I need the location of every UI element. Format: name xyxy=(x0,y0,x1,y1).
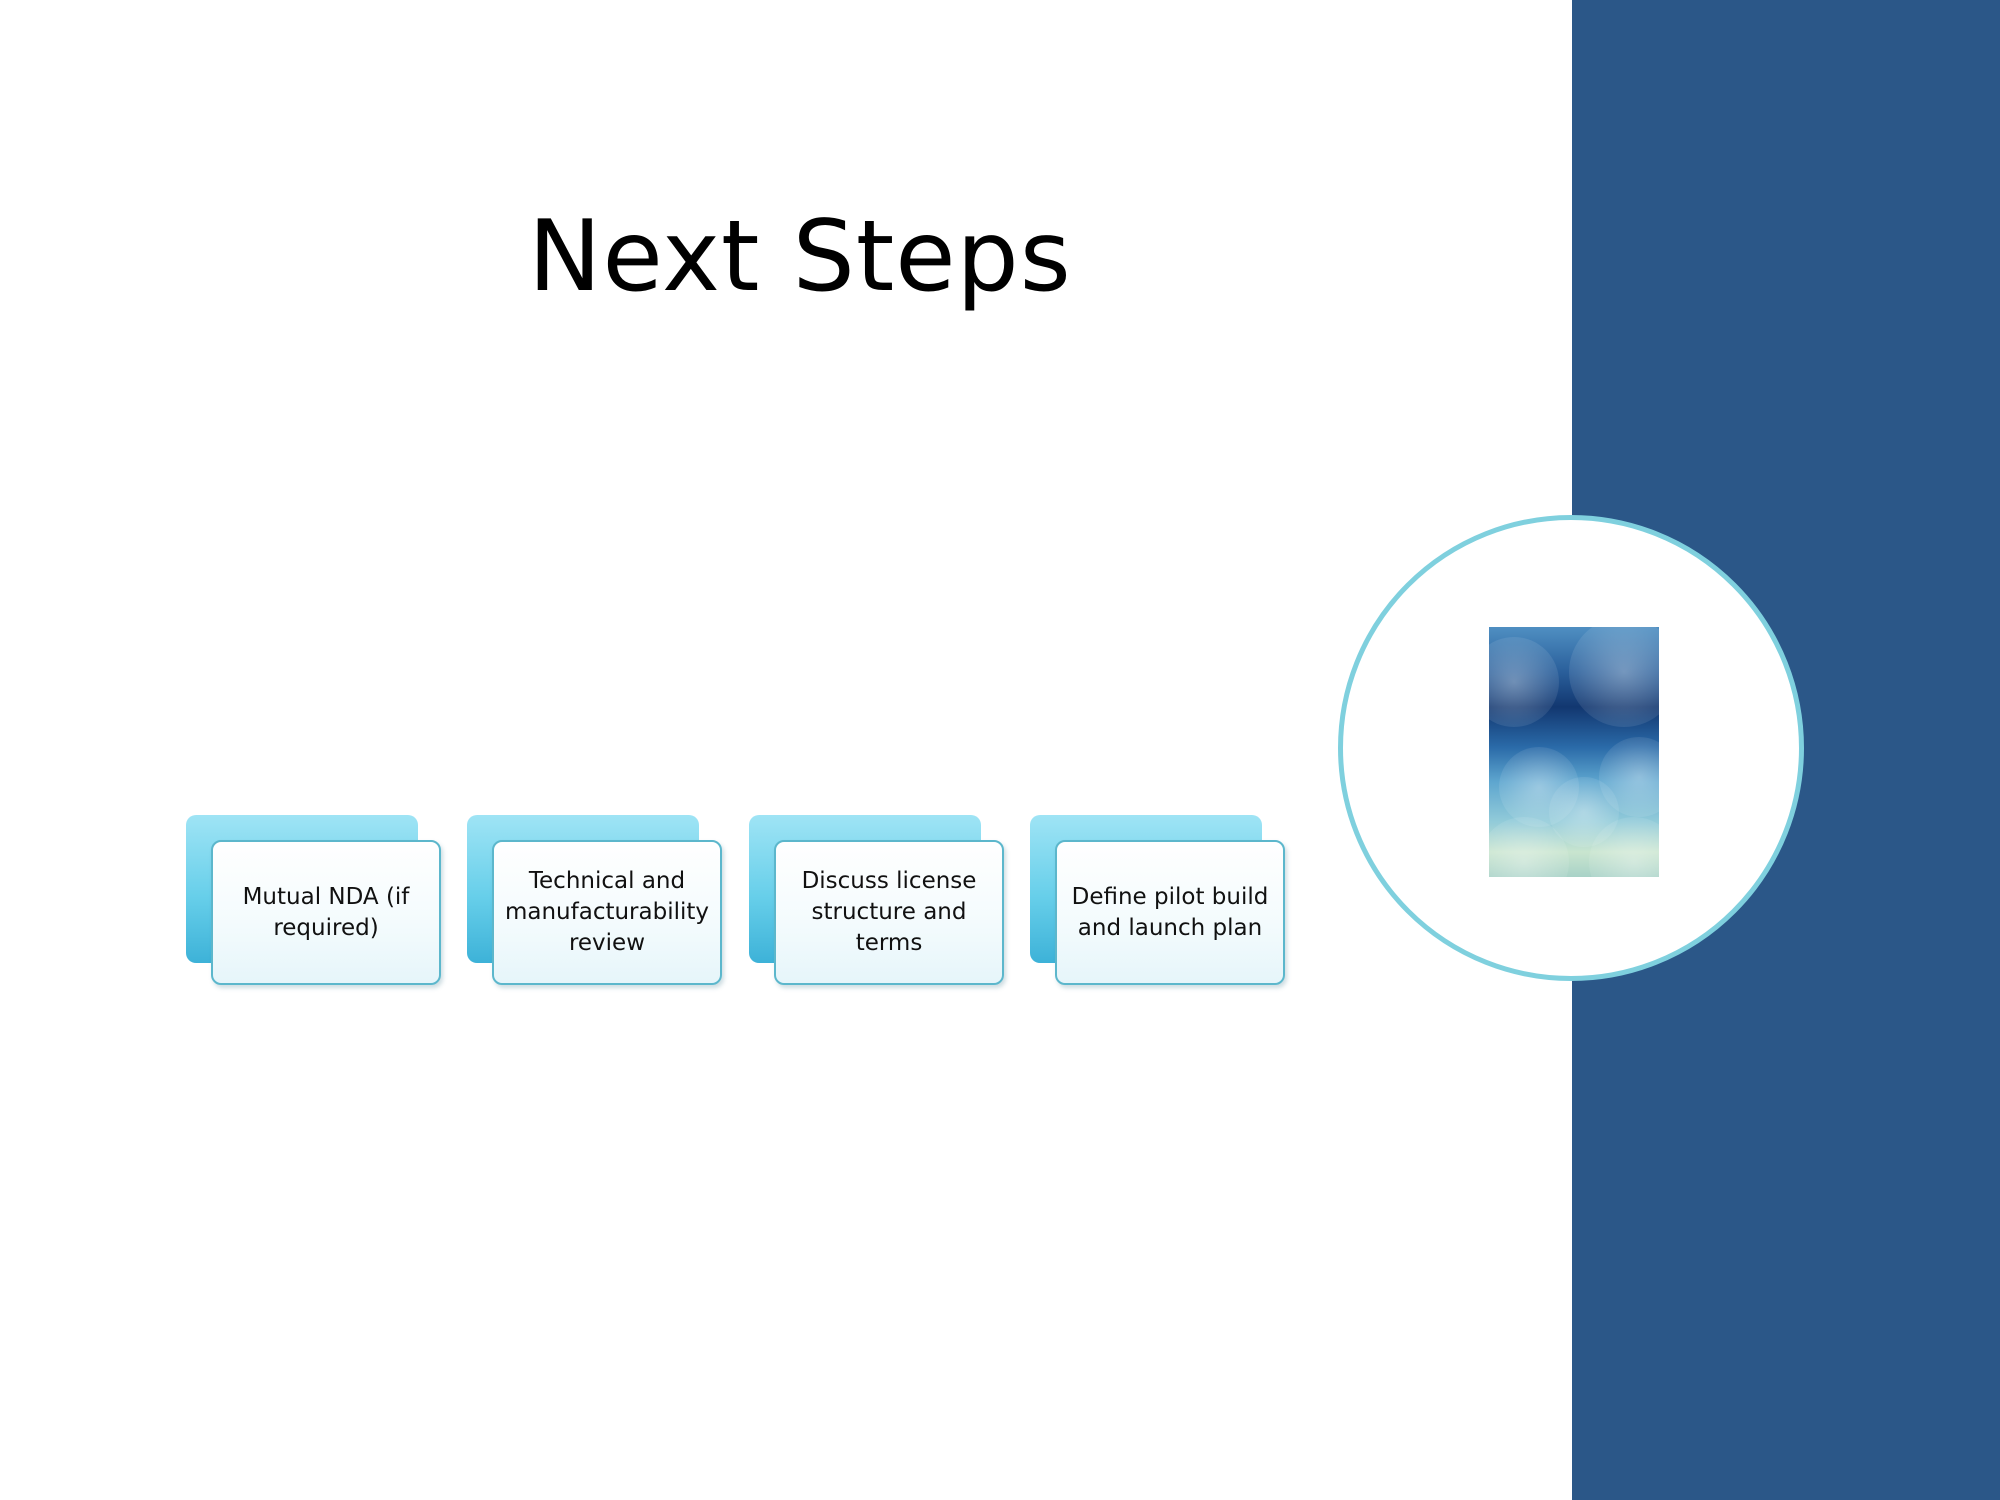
process-step-3: Discuss license structure and terms xyxy=(749,815,1007,987)
step-shape-front: Mutual NDA (if required) xyxy=(211,840,441,985)
step-label: Technical and manufacturability review xyxy=(504,868,710,956)
process-step-4: Define pilot build and launch plan xyxy=(1030,815,1288,987)
step-shape-front: Technical and manufacturability review xyxy=(492,840,722,985)
step-label: Define pilot build and launch plan xyxy=(1071,883,1269,941)
process-step-2: Technical and manufacturability review xyxy=(467,815,725,987)
step-label: Discuss license structure and terms xyxy=(801,868,977,956)
process-step-1: Mutual NDA (if required) xyxy=(186,815,444,987)
step-shape-front: Discuss license structure and terms xyxy=(774,840,1004,985)
step-shape-front: Define pilot build and launch plan xyxy=(1055,840,1285,985)
bokeh-photo xyxy=(1489,627,1659,877)
step-label: Mutual NDA (if required) xyxy=(242,883,410,941)
slide-title: Next Steps xyxy=(528,200,1072,314)
